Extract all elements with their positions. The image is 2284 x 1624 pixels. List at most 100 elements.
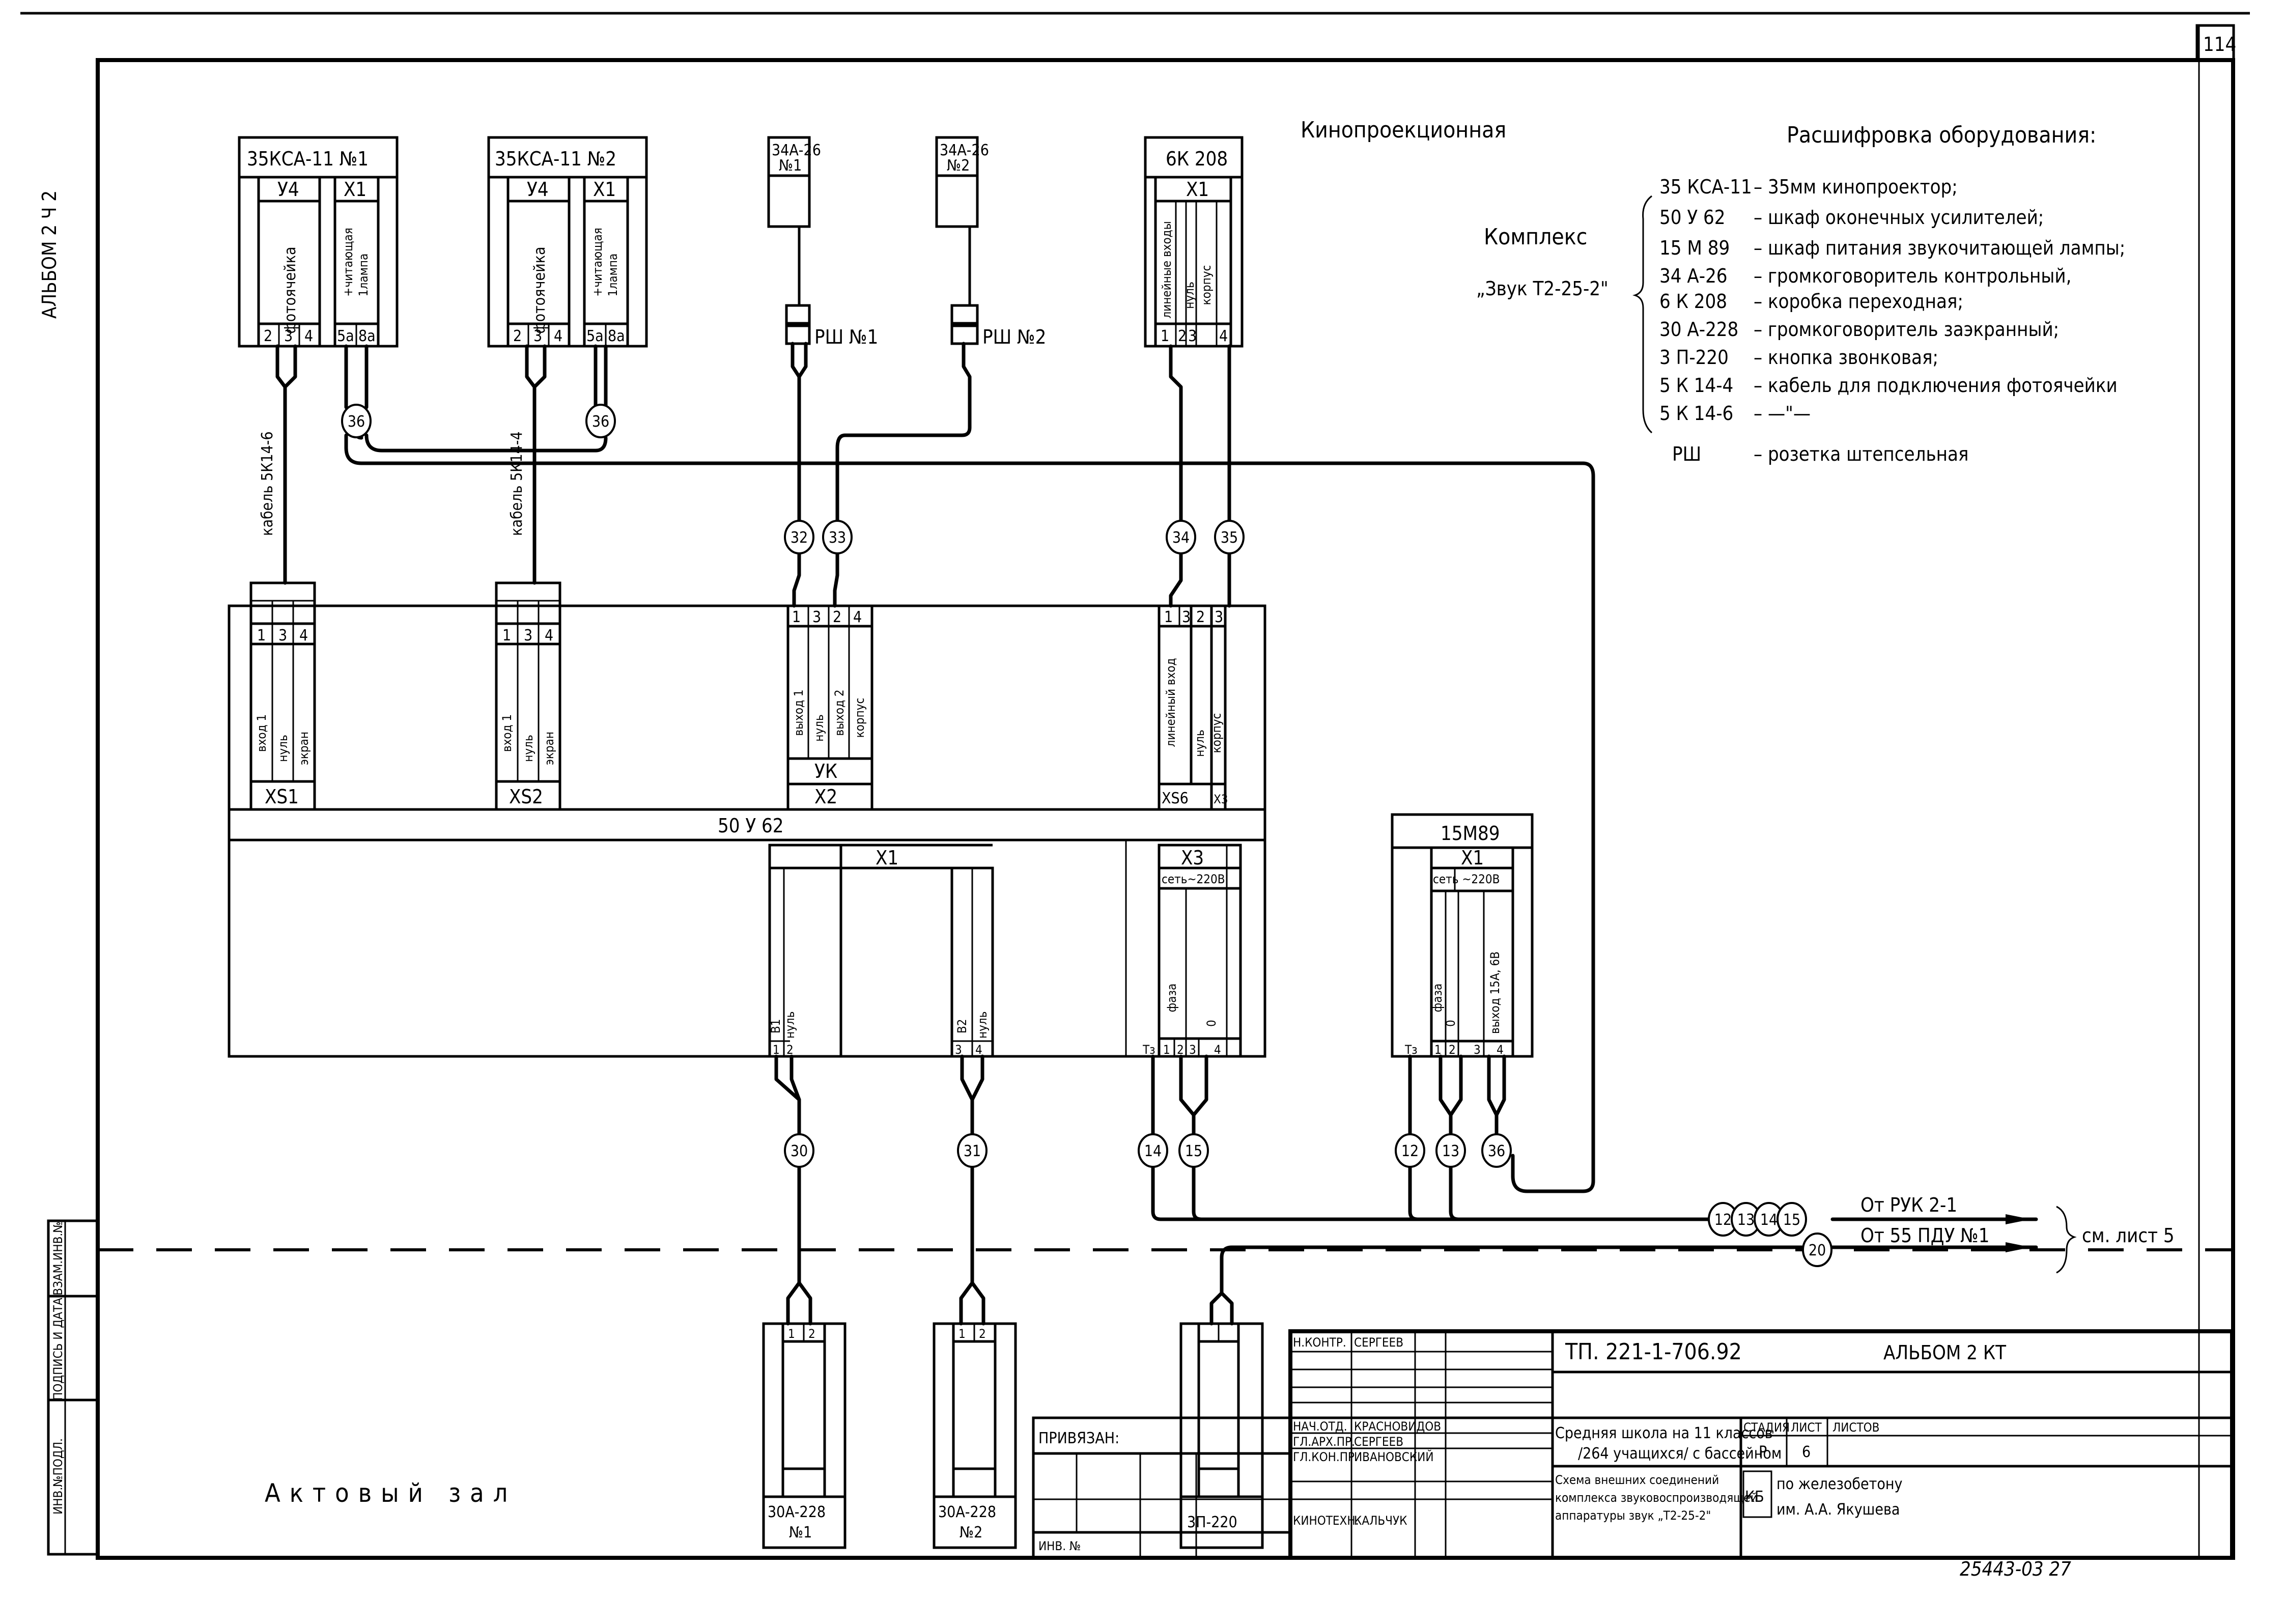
stamp-bound: ПРИВЯЗАН: xyxy=(1038,1430,1119,1447)
lsp1-pin: 1 xyxy=(788,1327,795,1341)
proj2-u4-label: У4 xyxy=(527,178,549,201)
side-stamp-inv: ИНВ.№ПОДЛ. xyxy=(51,1438,65,1515)
psu-sub-label: сеть ~220В xyxy=(1433,872,1500,886)
projector-1: 35КСА-11 №1 У4 фотоячейка 2 3 4 X1 +чита… xyxy=(238,136,399,348)
proj1-lamp-label-2: 1лампа xyxy=(356,254,371,296)
stamp-sheets-header: ЛИСТОВ xyxy=(1832,1420,1879,1435)
wire-marker xyxy=(1435,1133,1466,1168)
wire-marker xyxy=(1481,1133,1512,1168)
amp-x1-b1n: нуль xyxy=(783,1012,797,1039)
stamp-role: КИНОТЕХН. xyxy=(1293,1514,1359,1528)
legend-code: 15 М 89 xyxy=(1659,237,1730,259)
projector-1-title: 35КСА-11 №1 xyxy=(247,148,369,170)
wire-marker-label: 33 xyxy=(829,529,846,547)
screen-speaker-2: 1 2 30А-228 №2 xyxy=(933,1322,1017,1549)
x2-sub-label: УК xyxy=(814,760,837,782)
proj2-pin: 8а xyxy=(608,327,625,345)
psu-pin: 4 xyxy=(1497,1043,1504,1057)
stamp-inv: ИНВ. № xyxy=(1038,1539,1081,1553)
wire-marker xyxy=(1214,520,1245,554)
amp-x1-pin: 3 xyxy=(955,1043,962,1057)
xs1-pin: 4 xyxy=(299,627,308,645)
wire-marker xyxy=(784,520,814,554)
box-col-label: нуль xyxy=(1182,282,1197,309)
legend-desc: – кнопка звонковая; xyxy=(1754,346,1938,369)
stamp-sheet: 6 xyxy=(1802,1443,1811,1461)
psu-col: фаза xyxy=(1430,984,1445,1012)
spk2-title: 34А-26 xyxy=(940,142,989,159)
title-block: ПРИВЯЗАН: ИНВ. № ТП. 221-1-706.92 АЛЬБОМ… xyxy=(1032,1329,2234,1560)
proj2-pin: 4 xyxy=(554,327,562,345)
wire-marker-label: 36 xyxy=(592,413,609,431)
spk1-title: 34А-26 xyxy=(772,142,821,159)
psu-pin: 3 xyxy=(1474,1043,1481,1057)
wire-marker xyxy=(1166,520,1196,554)
wire-marker xyxy=(957,1133,988,1168)
x2-col: корпус xyxy=(853,698,867,738)
x3a-col: корпус xyxy=(1209,713,1224,753)
stamp-title-1: Схема внешних соединений xyxy=(1555,1473,1719,1487)
legend-row: 50 У 62– шкаф оконечных усилителей; xyxy=(1659,206,2044,229)
xs6-pin: 1 xyxy=(1164,608,1173,626)
xs2-col: нуль xyxy=(521,735,535,762)
stamp-stage-header: СТАДИЯ xyxy=(1743,1420,1790,1435)
proj2-x1-label: X1 xyxy=(593,178,616,201)
xs1-col: экран xyxy=(297,732,311,765)
side-stamp-sign: ПОДПИСЬ И ДАТА xyxy=(51,1298,65,1401)
proj1-photocell-label: фотоячейка xyxy=(281,247,299,334)
proj1-pin: 2 xyxy=(264,327,272,345)
sheet-number: 114 xyxy=(2203,33,2236,55)
xs2-label: XS2 xyxy=(509,786,543,808)
cable-label-1: кабель 5К14-6 xyxy=(259,431,276,536)
psu-tz: Тз xyxy=(1404,1043,1418,1057)
wire-marker-label: 15 xyxy=(1185,1142,1202,1160)
stamp-role: Н.КОНТР. xyxy=(1293,1335,1346,1350)
legend-code: 5 К 14-6 xyxy=(1659,402,1733,425)
external-line-1: От РУК 2-1 xyxy=(1860,1194,1957,1216)
xs2-pin: 1 xyxy=(502,627,511,645)
amp-x1-b2n: нуль xyxy=(975,1012,990,1039)
amp-x3-sub: сеть~220В xyxy=(1162,872,1225,886)
x2-col: нуль xyxy=(812,714,826,741)
stamp-name: ИВАНОВСКИЙ xyxy=(1354,1449,1433,1464)
lsp2-pin: 1 xyxy=(958,1327,966,1341)
proj2-lamp-label: +читающая xyxy=(590,228,605,296)
socket-1-label: РШ №1 xyxy=(814,326,878,348)
power-cabinet: 15М89 X1 сеть ~220В фаза 0 выход 15А, 6В… xyxy=(1391,813,1534,1058)
legend-desc: – шкаф питания звукочитающей лампы; xyxy=(1754,237,2125,259)
wire-marker-label: 14 xyxy=(1144,1142,1162,1160)
xs1-col: нуль xyxy=(276,735,290,762)
side-stamp-replace: ВЗАМ.ИНВ.№ xyxy=(51,1221,65,1295)
proj1-pin: 4 xyxy=(304,327,313,345)
stamp-name: СЕРГЕЕВ xyxy=(1354,1435,1403,1449)
xs1-pin: 3 xyxy=(278,627,287,645)
amp-title: 50 У 62 xyxy=(718,815,784,837)
xs1-label: XS1 xyxy=(265,786,299,808)
legend-code: РШ xyxy=(1672,443,1701,465)
socket-2-label: РШ №2 xyxy=(982,326,1046,348)
psu-pin: 1 xyxy=(1434,1043,1442,1057)
legend-row: 35 КСА-11– 35мм кинопроектор; xyxy=(1659,176,1958,198)
stamp-object-2: /264 учащихся/ с бассейном xyxy=(1578,1445,1782,1463)
stamp-stage: Р xyxy=(1759,1443,1767,1461)
control-speaker-1: 34А-26 №1 РШ №1 xyxy=(767,136,878,348)
control-speaker-2: 34А-26 №2 РШ №2 xyxy=(935,136,1046,348)
spk1-number: №1 xyxy=(779,157,802,175)
legend-row: 34 А-26– громкоговоритель контрольный, xyxy=(1659,265,2071,287)
side-album-label: АЛЬБОМ 2 Ч 2 xyxy=(38,190,61,319)
box-pin: 2 xyxy=(1178,327,1187,345)
stamp-role: ГЛ.КОН.ПР. xyxy=(1293,1450,1358,1464)
wire-marker xyxy=(1777,1202,1807,1237)
wire-marker-label: 34 xyxy=(1172,529,1190,547)
wire-marker xyxy=(1178,1133,1209,1168)
arrow-line-2 xyxy=(2006,1242,2031,1252)
spk2-number: №2 xyxy=(947,157,970,175)
external-ref: см. лист 5 xyxy=(2082,1224,2175,1247)
wire-marker-label: 20 xyxy=(1809,1242,1826,1259)
legend-desc: – —"— xyxy=(1754,402,1811,425)
lsp2-number: №2 xyxy=(960,1524,982,1542)
legend-code: 6 К 208 xyxy=(1659,290,1727,313)
legend-desc: – громкоговоритель контрольный, xyxy=(1754,265,2071,287)
